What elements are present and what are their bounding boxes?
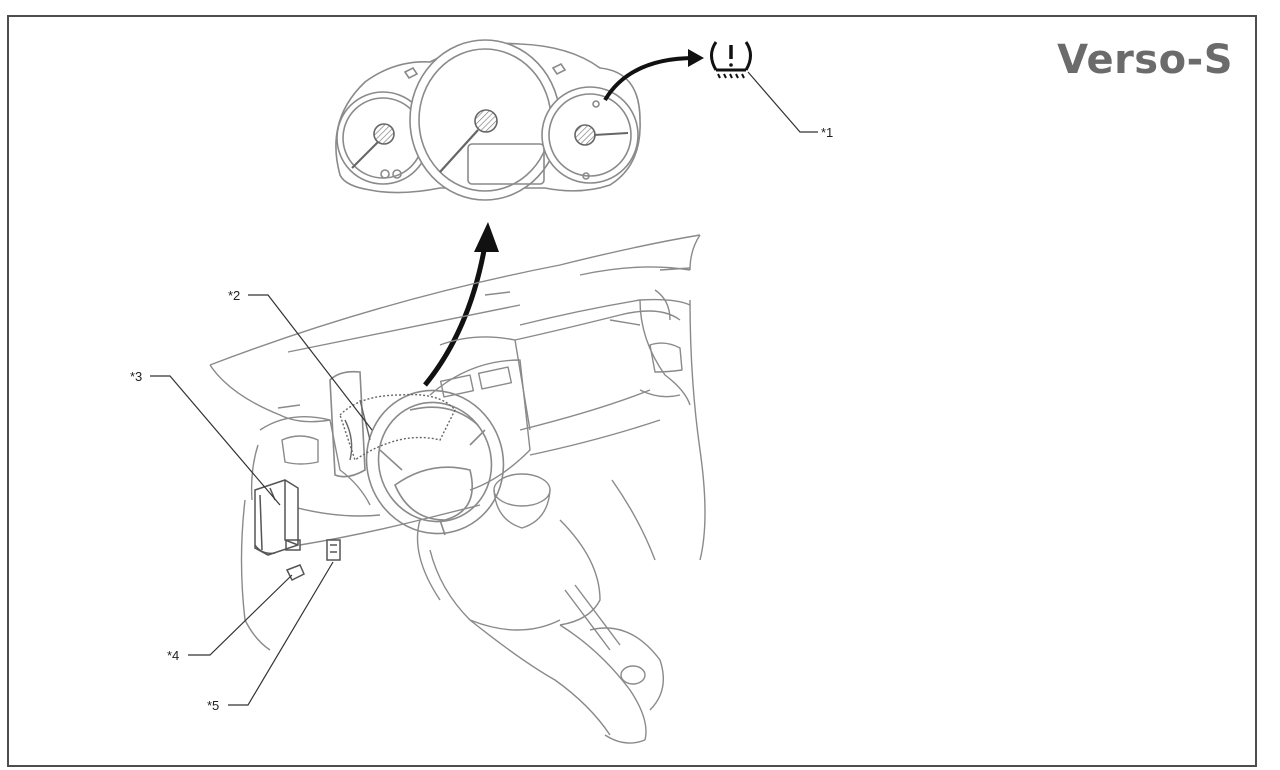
callout-2: *2: [228, 288, 373, 431]
meter-location: [339, 393, 456, 462]
callout-1-label: *1: [821, 125, 833, 140]
steering-wheel: [329, 370, 505, 536]
arrow-to-meter: [423, 222, 499, 387]
callout-3-label: *3: [130, 369, 142, 384]
ecu-component: [254, 479, 301, 556]
connector-component-5: [326, 539, 341, 561]
callout-4-label: *4: [167, 648, 179, 663]
tire-pressure-warning-icon: [710, 41, 752, 79]
callout-4: *4: [167, 574, 293, 663]
combination-meter: [335, 39, 641, 201]
callout-2-label: *2: [228, 288, 240, 303]
arrow-to-warning-light: [603, 49, 704, 102]
callout-5-label: *5: [207, 698, 219, 713]
callout-3: *3: [130, 369, 281, 506]
instrument-panel: [209, 234, 706, 744]
callout-1: *1: [747, 71, 833, 140]
model-title: Verso-S: [1057, 37, 1233, 83]
callout-5: *5: [207, 561, 334, 713]
